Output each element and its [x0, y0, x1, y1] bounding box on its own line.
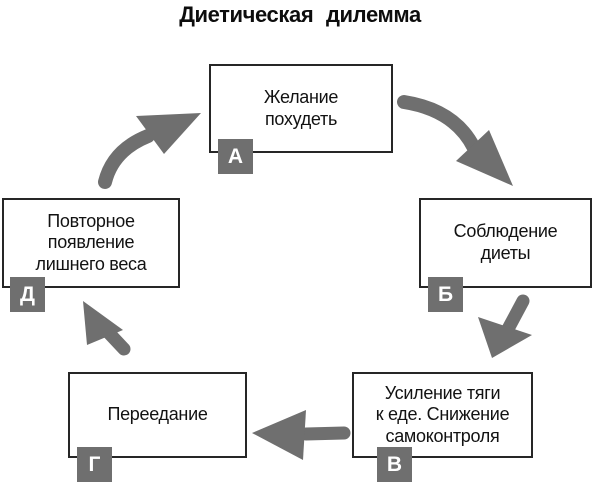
node-text: Желание похудеть [263, 86, 339, 129]
node-label-b: Б [428, 277, 463, 312]
arrow-d-to-a-icon [98, 113, 201, 189]
arrow-v-to-g-icon [252, 410, 351, 460]
diagram-title: Диетическая дилемма [179, 2, 421, 27]
node-label-v: В [377, 447, 412, 482]
arrow-a-to-b-icon [397, 95, 513, 186]
node-text: Усиление тяги к еде. Снижение самоконтро… [375, 382, 510, 446]
node-label-a: А [218, 139, 253, 174]
node-box-pereedanie: Переедание [68, 372, 247, 458]
node-text: Переедание [107, 404, 208, 425]
node-box-usilenie-tyagi: Усиление тяги к еде. Снижение самоконтро… [352, 372, 533, 458]
node-box-povtornoe-poyavlenie: Повторное появление лишнего веса [2, 198, 180, 288]
arrow-g-to-d-icon [83, 301, 131, 356]
node-text: Соблюдение диеты [453, 221, 558, 263]
arrow-b-to-v-icon [478, 294, 532, 358]
node-label-d: Д [10, 277, 45, 312]
node-box-zhelanie-pohudet: Желание похудеть [209, 64, 393, 153]
node-box-soblyudenie-diety: Соблюдение диеты [419, 198, 592, 288]
node-text: Повторное появление лишнего веса [35, 210, 147, 274]
node-label-g: Г [77, 447, 112, 482]
